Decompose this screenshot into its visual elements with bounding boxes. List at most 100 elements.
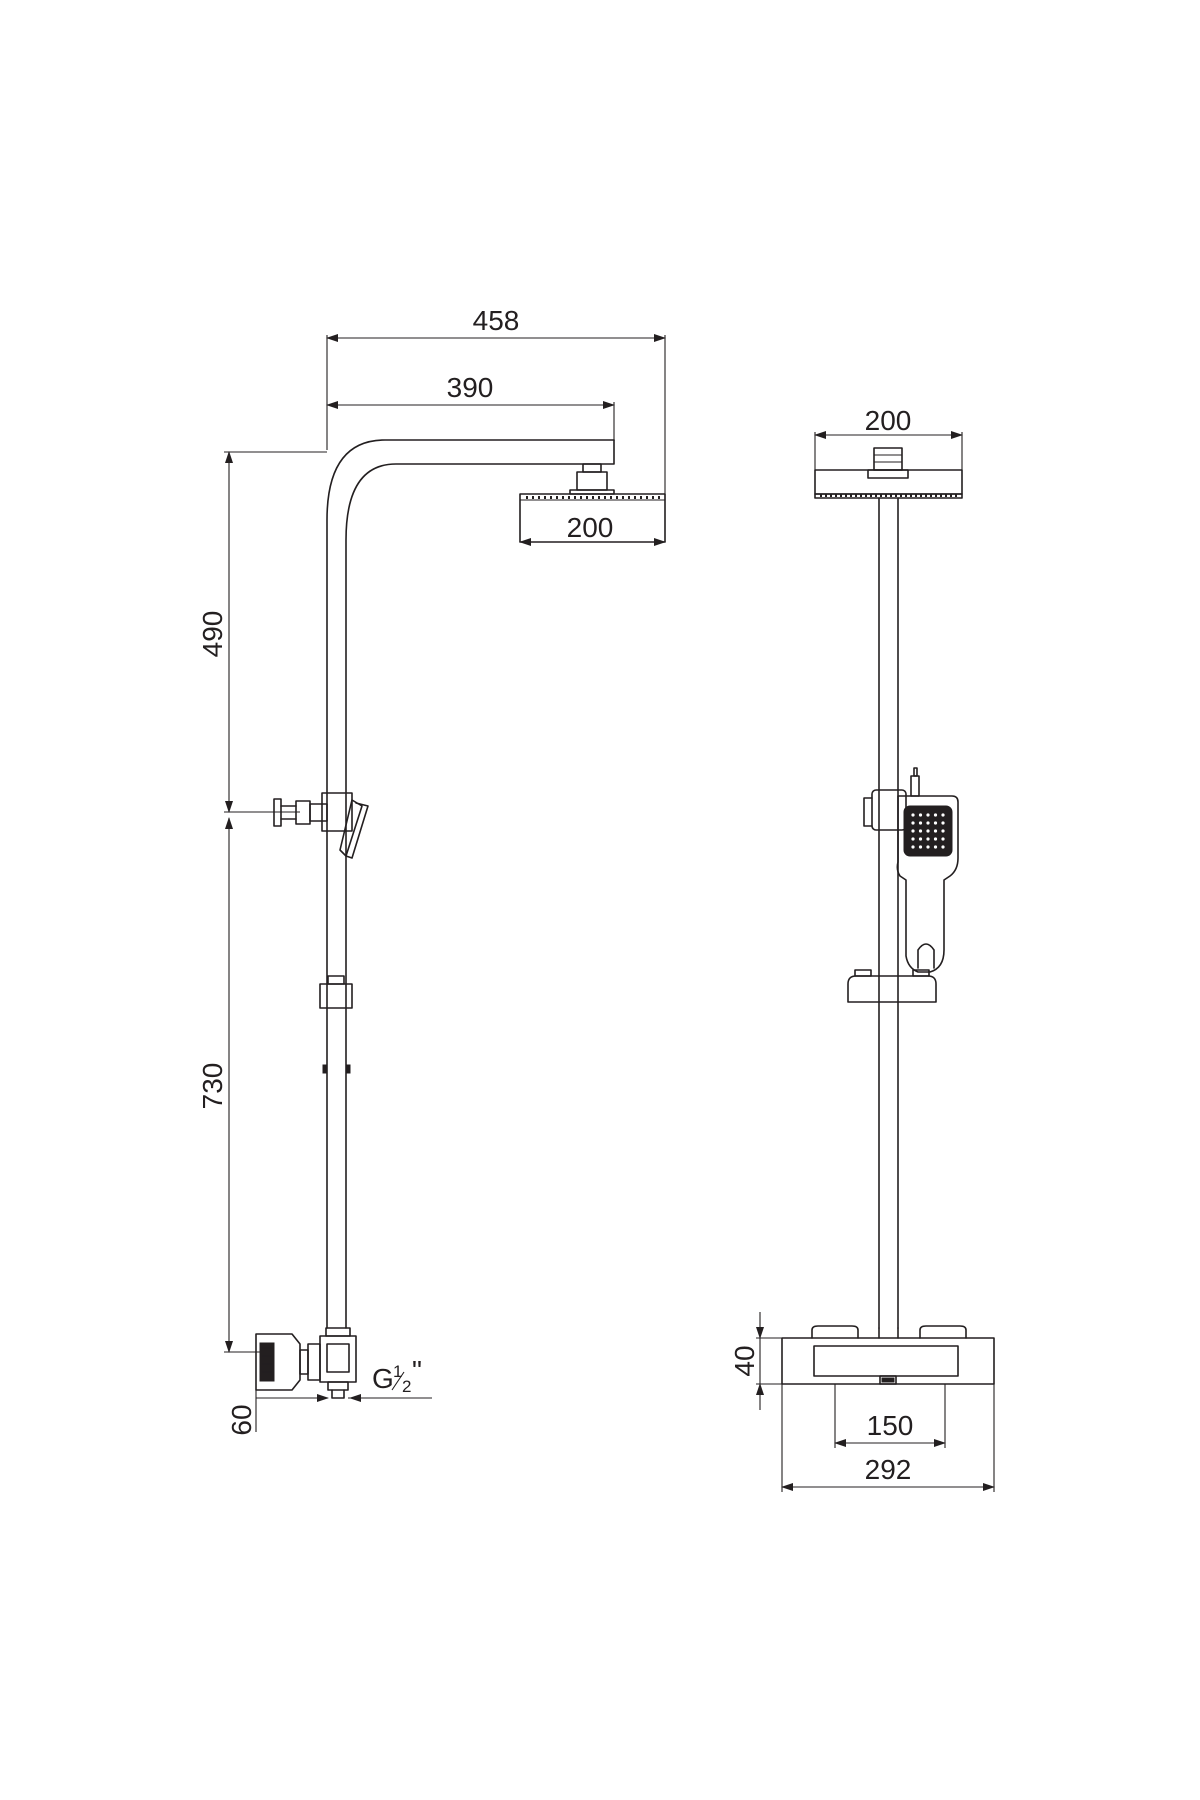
dimension-label-390: 390 [447,372,494,403]
nozzle-mark [940,494,942,497]
nozzle-mark [855,494,857,497]
dimension-head-width-front: 200 [814,405,963,470]
nozzle-mark [925,494,927,497]
dimension-inlet-centers: 150 [834,1384,946,1448]
thread-label-numerator: 1 [393,1362,402,1381]
hand-shower-nozzle [941,821,945,825]
slider-clip [319,975,353,1009]
hand-shower-holder [321,792,369,859]
hand-shower-nozzle [933,837,938,841]
hand-shower-nozzle [941,837,945,841]
hand-shower-nozzle [933,829,938,833]
nozzle-mark [544,496,546,499]
thermostatic-mixer-side [255,1327,357,1399]
nozzle-mark [825,494,827,497]
hand-shower-nozzle [933,821,938,825]
nozzle-mark [930,494,932,497]
nozzle-mark [610,496,612,499]
thread-callout: G 1 2 " [348,1355,432,1402]
nozzle-mark [532,496,534,499]
shower-arm-and-riser [326,439,615,1329]
nozzle-mark [880,494,882,497]
hand-shower-nozzle [933,845,938,849]
nozzle-mark [586,496,588,499]
riser-marks [322,1064,351,1074]
dimension-mixer-height: 40 [729,1312,782,1410]
dimension-outlet-offset: 60 [226,1390,329,1436]
wall-bracket [273,798,328,827]
nozzle-mark [592,496,594,499]
dimension-head-width-side: 200 [519,512,666,546]
nozzle-mark [885,494,887,497]
dimension-label-730: 730 [197,1063,228,1110]
dimension-upper-height: 490 [197,451,327,813]
nozzle-mark [640,496,642,499]
nozzle-mark [658,496,660,499]
nozzle-mark [920,494,922,497]
nozzle-mark [850,494,852,497]
nozzle-mark [604,496,606,499]
rain-shower-head-front [814,447,963,499]
hand-shower-nozzle [918,821,923,825]
hand-shower-nozzle [926,821,930,825]
dimension-label-200-front: 200 [865,405,912,436]
nozzle-mark [568,496,570,499]
nozzle-mark [634,496,636,499]
nozzle-mark [580,496,582,499]
nozzle-mark [646,496,648,499]
nozzle-mark [860,494,862,497]
nozzle-mark [830,494,832,497]
hand-shower-nozzle [941,813,945,817]
hand-shower-nozzle [926,813,930,817]
hand-shower-nozzle [926,829,930,833]
hand-shower-nozzle [911,813,915,817]
nozzle-mark [945,494,947,497]
nozzle-mark [875,494,877,497]
nozzle-mark [652,496,654,499]
nozzle-mark [550,496,552,499]
nozzle-mark [910,494,912,497]
dimension-label-150: 150 [867,1410,914,1441]
nozzle-mark [870,494,872,497]
nozzle-mark [865,494,867,497]
nozzle-mark [935,494,937,497]
nozzle-mark [845,494,847,497]
nozzle-mark [574,496,576,499]
nozzle-mark [915,494,917,497]
dimension-lower-height: 730 [197,817,262,1353]
dimension-label-60: 60 [226,1404,257,1435]
nozzle-mark [562,496,564,499]
nozzle-mark [622,496,624,499]
slider-front [847,969,937,1003]
dimension-mixer-width: 292 [781,1384,995,1492]
thread-label-prefix: G [372,1363,394,1394]
hand-shower-nozzle [911,845,915,849]
dimension-label-490: 490 [197,611,228,658]
riser-front [878,497,899,1329]
thread-label-suffix: " [412,1355,422,1386]
nozzle-mark [950,494,952,497]
nozzle-mark [556,496,558,499]
thread-label-denominator: 2 [402,1377,411,1396]
dimension-label-458: 458 [473,305,520,336]
nozzle-mark [628,496,630,499]
shower-head-connector [569,463,615,495]
hand-shower-nozzle [933,813,938,817]
nozzle-mark [900,494,902,497]
hand-shower-nozzle [941,829,945,833]
nozzle-mark [616,496,618,499]
hand-shower-nozzle [926,837,930,841]
hand-shower-nozzle [918,813,923,817]
hand-shower-nozzle [918,845,923,849]
dimension-overall-width: 458 [326,305,666,500]
nozzle-mark [895,494,897,497]
dimension-label-292: 292 [865,1454,912,1485]
front-view: 200 [729,405,995,1492]
dimension-label-200-side: 200 [567,512,614,543]
nozzle-mark [955,494,957,497]
nozzle-mark [835,494,837,497]
hand-shower-nozzle [918,829,923,833]
thermostatic-mixer-front [781,1325,995,1385]
side-view: 458 390 200 [197,305,666,1436]
